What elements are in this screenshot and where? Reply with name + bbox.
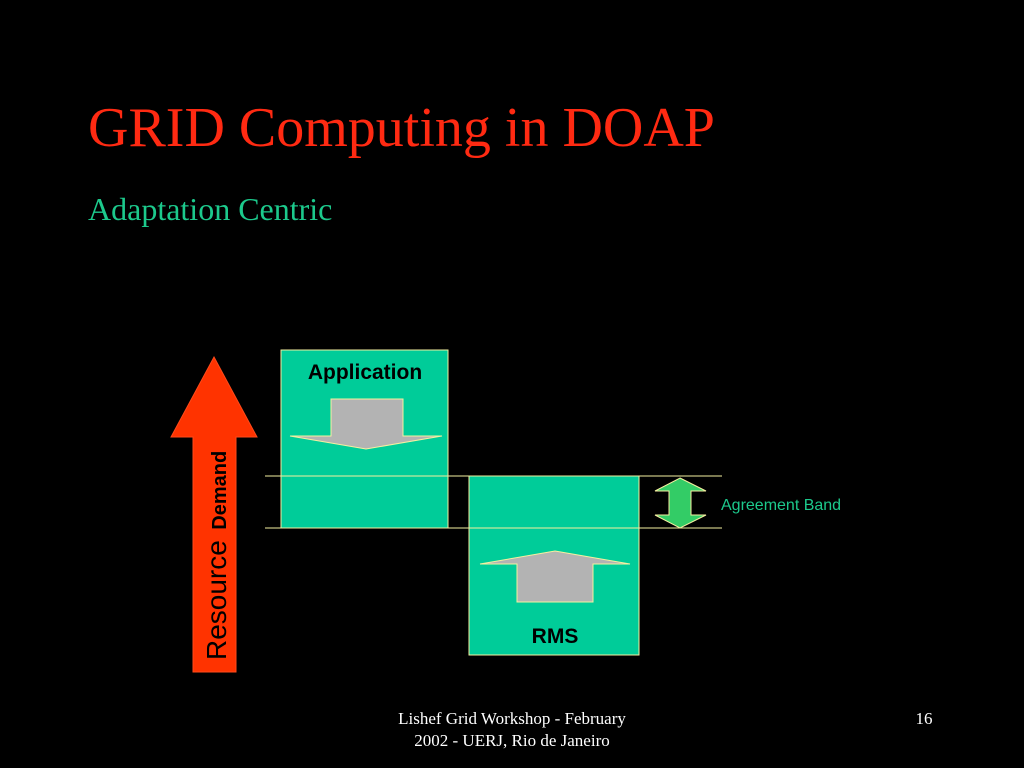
application-box: Application — [280, 349, 449, 529]
up-arrow-icon — [170, 355, 258, 673]
footer-line-2: 2002 - UERJ, Rio de Janeiro — [414, 731, 610, 750]
resource-demand-arrow: Resource Demand — [170, 355, 258, 673]
application-label: Application — [308, 361, 422, 384]
slide-subtitle: Adaptation Centric — [88, 191, 333, 227]
slide-title: GRID Computing in DOAP — [88, 97, 715, 159]
resource-text: Resource — [201, 540, 232, 660]
up-arrow-icon — [479, 550, 631, 603]
rms-box: RMS — [468, 475, 640, 656]
down-arrow-icon — [289, 398, 443, 450]
rms-label: RMS — [532, 625, 579, 648]
resource-demand-label: Resource Demand — [201, 451, 232, 660]
footer: Lishef Grid Workshop - February 2002 - U… — [340, 708, 684, 752]
demand-text: Demand — [209, 451, 231, 530]
page-number: 16 — [915, 709, 933, 728]
double-arrow-icon — [654, 477, 707, 529]
agreement-band-label: Agreement Band — [721, 497, 841, 514]
footer-line-1: Lishef Grid Workshop - February — [398, 709, 626, 728]
